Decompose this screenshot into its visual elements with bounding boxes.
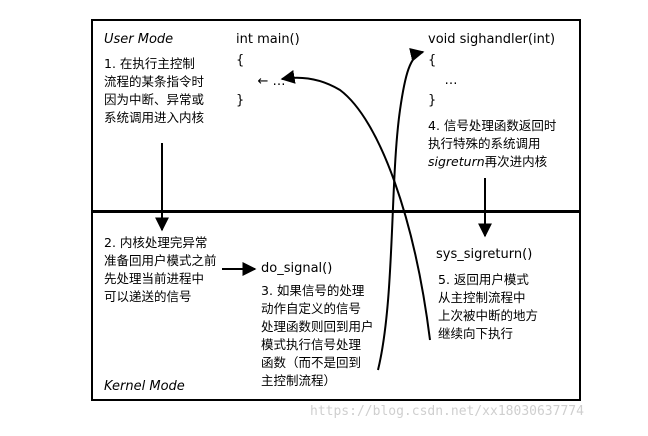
step3-line: 3. 如果信号的处理 <box>261 283 365 298</box>
step2-line: 准备回用户模式之前 <box>104 253 217 268</box>
arrow-return-main <box>280 70 431 341</box>
handler-signature: void sighandler(int) <box>428 32 556 47</box>
step4-line: 执行特殊的系统调用 <box>428 136 541 151</box>
handler-ellipsis: … <box>428 73 458 88</box>
handler-open-brace: { <box>428 53 437 68</box>
sys-sigreturn-label: sys_sigreturn() <box>436 247 533 262</box>
step4-rest: 再次进内核 <box>484 154 548 169</box>
step1-line: 流程的某条指令时 <box>104 74 205 89</box>
step3-line: 模式执行信号处理 <box>261 337 362 352</box>
step3-line: 函数（而不是回到 <box>261 355 362 370</box>
step2-line: 可以递送的信号 <box>104 289 192 304</box>
step5-line: 继续向下执行 <box>438 326 514 341</box>
step3-line: 主控制流程） <box>261 373 337 388</box>
step4-line: sigreturn再次进内核 <box>428 153 547 170</box>
step3-line: 动作自定义的信号 <box>261 301 362 316</box>
step2-line: 2. 内核处理完异常 <box>104 235 208 250</box>
user-mode-label: User Mode <box>104 32 174 47</box>
sigreturn-name: sigreturn <box>428 154 485 169</box>
arrow-to-handler <box>377 48 425 371</box>
step2-line: 先处理当前进程中 <box>104 271 205 286</box>
step4-line: 4. 信号处理函数返回时 <box>428 118 557 133</box>
step1-line: 1. 在执行主控制 <box>104 56 195 71</box>
step5-line: 从主控制流程中 <box>438 290 526 305</box>
do-signal-label: do_signal() <box>261 261 333 276</box>
main-close-brace: } <box>236 93 245 108</box>
mode-divider <box>91 210 581 213</box>
watermark: https://blog.csdn.net/xx18030637774 <box>310 404 584 419</box>
main-open-brace: { <box>236 53 245 68</box>
main-signature: int main() <box>236 32 300 47</box>
step1-line: 因为中断、异常或 <box>104 92 205 107</box>
step5-line: 5. 返回用户模式 <box>438 272 529 287</box>
kernel-mode-label: Kernel Mode <box>104 379 185 394</box>
step1-line: 系统调用进入内核 <box>104 110 205 125</box>
step3-line: 处理函数则回到用户 <box>261 319 374 334</box>
handler-close-brace: } <box>428 93 437 108</box>
step5-line: 上次被中断的地方 <box>438 308 539 323</box>
